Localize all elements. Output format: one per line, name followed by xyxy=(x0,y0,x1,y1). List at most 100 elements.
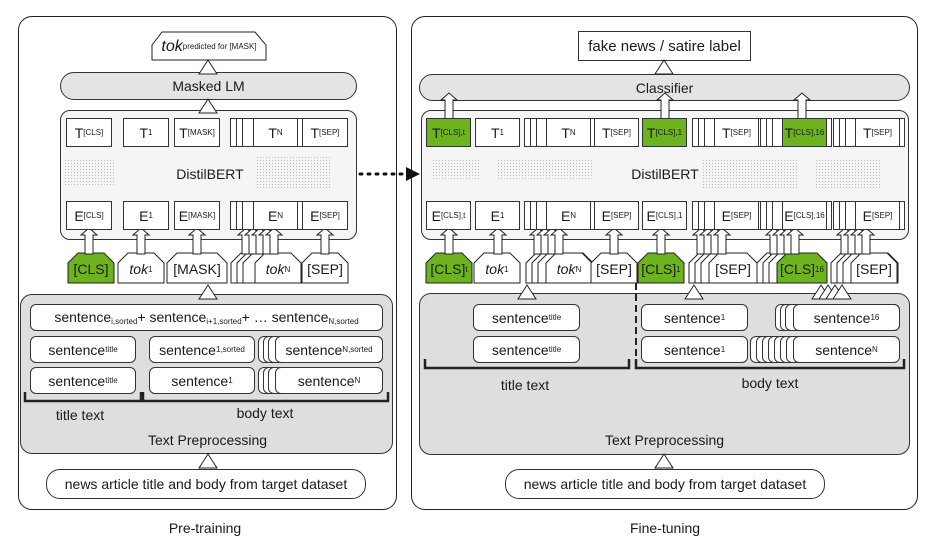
t-vector: T[SEP] xyxy=(714,118,759,147)
label-sub: N xyxy=(277,211,284,220)
label-main: T xyxy=(431,124,441,141)
finetuning-encoder-label: DistilBERT xyxy=(631,166,699,182)
label-main: E xyxy=(178,207,189,224)
e-embedding: E[CLS],t xyxy=(426,201,471,230)
label-sub: [MASK] xyxy=(187,128,215,137)
concat-part: sentencei,sorted xyxy=(54,309,138,326)
e-embedding: E[MASK] xyxy=(174,201,220,230)
pretraining-input: news article title and body from target … xyxy=(46,469,366,499)
label-sub: [SEP] xyxy=(319,128,340,137)
pretraining-input-label: news article title and body from target … xyxy=(64,476,348,492)
label-main: T xyxy=(74,124,84,141)
output-tok: tok xyxy=(161,37,183,55)
e-embedding: E[SEP] xyxy=(594,201,639,230)
finetuning-caption: Fine-tuning xyxy=(629,520,701,536)
input-token: [CLS]1 xyxy=(638,258,684,280)
label-main: tok xyxy=(556,261,576,277)
label-main: [CLS] xyxy=(430,261,466,277)
dots-pattern xyxy=(815,159,880,189)
t-vector: T[CLS],16 xyxy=(782,118,827,147)
label-main: [CLS] xyxy=(641,261,677,277)
label-sub: [SEP] xyxy=(730,211,752,220)
label-main: [SEP] xyxy=(715,261,751,277)
label-sub: N xyxy=(570,211,577,220)
label-main: T xyxy=(721,124,731,141)
dots-pattern xyxy=(497,159,592,179)
pretraining-caption: Pre-training xyxy=(168,520,242,536)
label-main: T xyxy=(601,124,611,141)
t-vector: T[CLS],1 xyxy=(642,118,687,147)
finetuning-output-label: fake news / satire label xyxy=(578,31,751,61)
label-main: tok xyxy=(129,261,149,277)
input-token: [SEP] xyxy=(709,258,757,280)
pretraining-preprocessing-label: Text Preprocessing xyxy=(147,432,268,448)
label-sub: N xyxy=(569,128,576,137)
label-sub: 1 xyxy=(148,211,153,220)
label-main: E xyxy=(490,207,500,224)
label-sub: [CLS],t xyxy=(440,128,465,137)
dots-pattern xyxy=(256,156,331,188)
label-main: tok xyxy=(485,261,505,277)
t-vector: T[SEP] xyxy=(594,118,639,147)
label-main: T xyxy=(179,124,188,141)
label-sub: N xyxy=(575,264,582,274)
masked-lm-label: Masked LM xyxy=(172,78,245,94)
label-main: T xyxy=(268,124,277,141)
concat-sentence-box: sentencei,sorted + sentencei+1,sorted + … xyxy=(30,304,383,331)
label-main: E xyxy=(601,207,611,224)
label-sub: [CLS],16 xyxy=(793,211,825,220)
t-vector: T[CLS],t xyxy=(426,118,471,147)
t-vector: T[CLS] xyxy=(66,118,112,147)
output-sub: predicted for [MASK] xyxy=(182,42,257,51)
concat-part: + … sentenceN,sorted xyxy=(241,309,359,326)
e-embedding: E[SEP] xyxy=(855,201,900,230)
label-main: E xyxy=(646,207,656,224)
label-main: [SEP] xyxy=(856,261,892,277)
label-main: T xyxy=(784,124,794,141)
label-main: E xyxy=(784,207,794,224)
label-main: E xyxy=(721,207,731,224)
input-token: [CLS] xyxy=(68,258,114,280)
finetuning-title-label: title text xyxy=(500,377,550,393)
label-main: E xyxy=(862,207,872,224)
label-main: [SEP] xyxy=(307,261,343,277)
label-sub: [CLS],t xyxy=(440,211,466,220)
label-main: [CLS] xyxy=(73,261,109,277)
classifier-label: Classifier xyxy=(635,79,694,96)
input-token: [CLS]16 xyxy=(777,258,827,280)
label-sub: 1 xyxy=(499,128,504,137)
label-sub: [SEP] xyxy=(871,128,892,137)
finetuning-preprocessing-label: Text Preprocessing xyxy=(604,432,725,448)
label-sub: N xyxy=(284,264,291,274)
input-token: [SEP] xyxy=(302,258,348,280)
finetuning-body-label: body text xyxy=(741,375,799,391)
label-sub: N xyxy=(276,128,283,137)
label-main: T xyxy=(310,124,320,141)
input-token: [CLS]t xyxy=(426,258,472,280)
label-main: E xyxy=(74,207,84,224)
masked-lm-head: Masked LM xyxy=(60,72,357,100)
label-main: [MASK] xyxy=(173,261,221,277)
dots-pattern xyxy=(432,159,480,179)
label-sub: [SEP] xyxy=(610,211,632,220)
finetuning-input-label: news article title and body from target … xyxy=(523,476,807,492)
